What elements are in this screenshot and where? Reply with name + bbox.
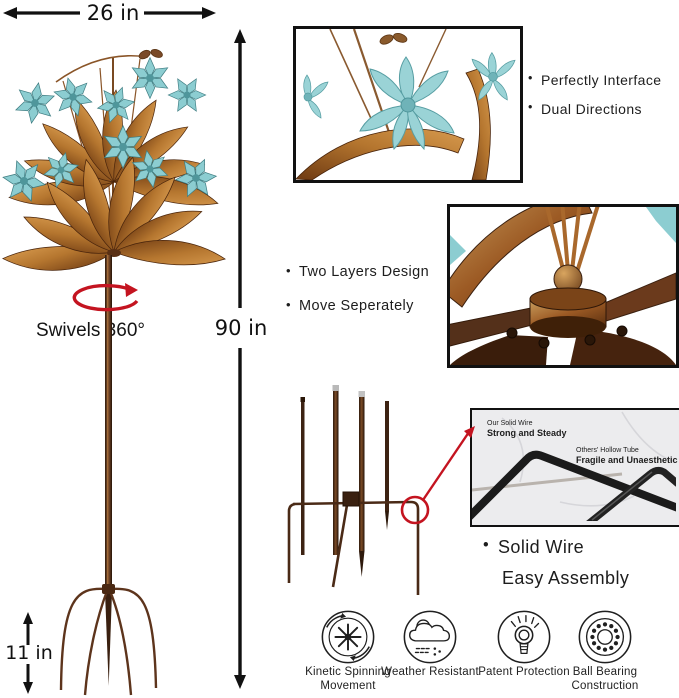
disassembled-poles-photo bbox=[283, 385, 445, 600]
hub-closeup-illustration bbox=[450, 207, 676, 365]
height-dimension-label: 90 in bbox=[214, 316, 268, 340]
badge-label: Movement bbox=[320, 679, 376, 692]
teal-flower-small bbox=[471, 51, 516, 101]
others-wire-label: Others' Hollow Tube bbox=[576, 447, 639, 454]
feature-group-middle: Two Layers Design Move Seperately bbox=[286, 263, 429, 332]
teal-flower bbox=[359, 56, 455, 151]
butterfly-icon bbox=[379, 33, 408, 45]
badge-kinetic-spinning: Kinetic Spinning Movement bbox=[286, 608, 410, 693]
width-dimension-label: 26 in bbox=[86, 1, 140, 25]
poles-illustration bbox=[287, 385, 420, 595]
feature-bullet: Dual Directions bbox=[528, 100, 661, 117]
feature-group-top: Perfectly Interface Dual Directions bbox=[528, 71, 661, 130]
solid-wire bbox=[472, 450, 676, 520]
flower-closeup-illustration bbox=[296, 29, 516, 180]
feature-bullet: Easy Assembly bbox=[502, 568, 630, 588]
badge-label: Ball Bearing bbox=[572, 666, 638, 678]
wire-comparison-inset: Our Solid Wire Strong and Steady Others'… bbox=[470, 408, 679, 527]
stand-wire bbox=[287, 500, 420, 595]
ball-bearing-icon bbox=[578, 610, 632, 664]
feature-bullet: Two Layers Design bbox=[286, 263, 429, 280]
badge-label: Patent Protection bbox=[478, 666, 570, 678]
teal-flower-small bbox=[303, 74, 329, 119]
wind-spinner-illustration bbox=[0, 49, 227, 696]
badge-label: Weather Resistant bbox=[381, 666, 479, 678]
badge-label: Construction bbox=[571, 679, 639, 692]
badge-patent-protection: Patent Protection bbox=[462, 608, 586, 680]
ours-wire-claim: Strong and Steady bbox=[487, 428, 567, 438]
patent-protection-icon bbox=[497, 610, 551, 664]
kinetic-spinning-icon bbox=[321, 610, 375, 664]
hub-closeup-photo bbox=[447, 204, 679, 368]
swivel-label: Swivels 360° bbox=[36, 320, 145, 341]
badge-ball-bearing: Ball Bearing Construction bbox=[543, 608, 667, 693]
badge-label: Kinetic Spinning bbox=[305, 666, 391, 678]
teal-flowers bbox=[0, 56, 224, 209]
flower-closeup-photo bbox=[293, 26, 523, 183]
badge-weather-resistant: Weather Resistant bbox=[368, 608, 492, 680]
swivel-arrow-icon bbox=[72, 283, 139, 312]
weather-resistant-icon bbox=[403, 610, 457, 664]
feature-bullet: Move Seperately bbox=[286, 297, 429, 314]
ours-wire-label: Our Solid Wire bbox=[487, 420, 533, 427]
stake-dimension-label: 11 in bbox=[5, 642, 53, 664]
ground-stake-prongs bbox=[59, 587, 158, 696]
feature-bullet: Perfectly Interface bbox=[528, 71, 661, 88]
others-wire-claim: Fragile and Unaesthetic bbox=[576, 455, 678, 465]
feature-bullet: Solid Wire bbox=[483, 536, 629, 558]
wire-comparison-illustration bbox=[472, 410, 676, 521]
feature-group-bottom: Solid Wire Easy Assembly bbox=[483, 536, 630, 599]
butterfly-icon bbox=[138, 49, 163, 60]
